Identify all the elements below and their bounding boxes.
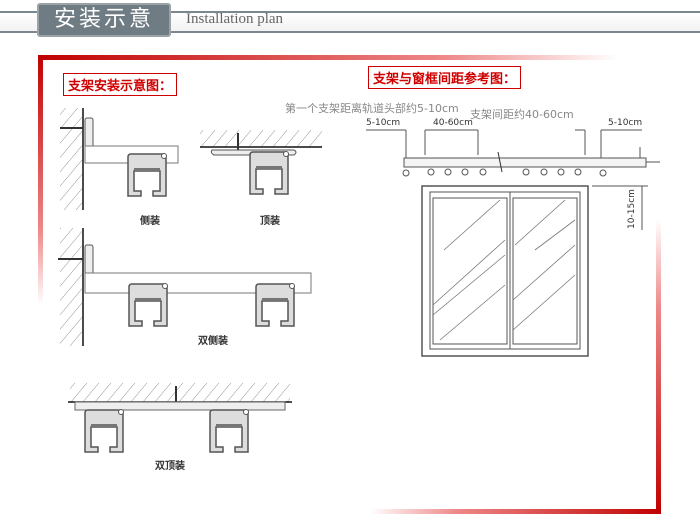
window-drawing xyxy=(421,185,589,357)
bracket-install-heading: 支架安装示意图： xyxy=(63,73,178,96)
caption-double-side-mount: 双侧装 xyxy=(198,336,228,347)
caption-top-mount: 顶装 xyxy=(260,216,280,227)
dim-middle: 40-60cm xyxy=(433,118,473,128)
note-first-bracket: 第一个支架距离轨道头部约5-10cm xyxy=(285,102,459,115)
section-subtitle: Installation plan xyxy=(186,11,284,27)
red-frame-bottom xyxy=(370,509,661,514)
caption-double-top-mount: 双顶装 xyxy=(155,461,185,472)
double-top-mount-drawing xyxy=(68,383,292,453)
red-frame-left xyxy=(38,55,43,305)
side-mount-drawing xyxy=(60,108,179,210)
header-band xyxy=(0,11,700,33)
track-spacing-drawing xyxy=(366,129,660,230)
red-frame-right xyxy=(656,220,661,514)
dim-right: 5-10cm xyxy=(608,118,643,128)
red-frame-top xyxy=(38,55,618,60)
double-side-mount-drawing xyxy=(58,228,312,346)
caption-side-mount: 侧装 xyxy=(140,216,160,227)
top-mount-drawing xyxy=(200,130,322,195)
dim-vertical: 10-15cm xyxy=(626,189,637,229)
note-bracket-spacing: 支架间距约40-60cm xyxy=(470,108,574,121)
section-title: 安装示意 xyxy=(37,3,171,37)
bracket-window-spacing-heading: 支架与窗框间距参考图： xyxy=(368,66,522,89)
dim-left: 5-10cm xyxy=(366,118,401,128)
